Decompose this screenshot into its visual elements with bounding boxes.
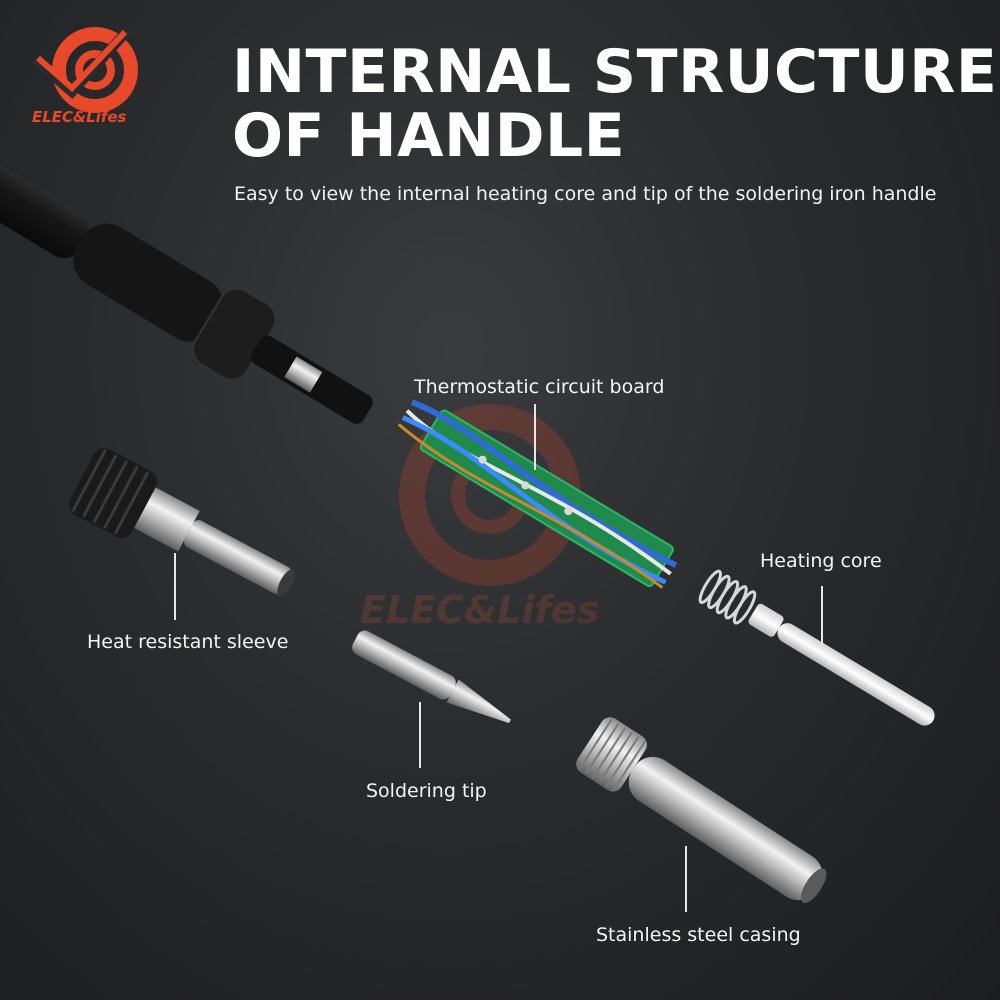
label-stainless-steel-casing: Stainless steel casing	[596, 924, 801, 946]
title-line-2: OF HANDLE	[232, 101, 626, 171]
label-thermostatic-circuit-board: Thermostatic circuit board	[414, 376, 665, 398]
page-subtitle: Easy to view the internal heating core a…	[234, 183, 937, 205]
label-heating-core: Heating core	[760, 550, 882, 572]
label-soldering-tip: Soldering tip	[366, 780, 487, 802]
watermark-text: ELEC&Lifes	[360, 588, 600, 632]
heating-core	[698, 569, 935, 726]
title-line-1: INTERNAL STRUCTURE	[232, 37, 998, 107]
brand-name: ELEC&Lifes	[32, 108, 127, 126]
thermostatic-circuit-board	[397, 399, 678, 589]
soldering-iron-handle	[0, 157, 373, 424]
heat-resistant-sleeve	[68, 448, 295, 597]
page-title: INTERNAL STRUCTURE OF HANDLE	[232, 37, 998, 171]
brand-swirl-logo-icon	[31, 26, 138, 113]
label-heat-resistant-sleeve: Heat resistant sleeve	[87, 631, 289, 653]
stainless-steel-casing	[576, 717, 827, 904]
callout-lines	[174, 404, 823, 912]
soldering-tip	[352, 630, 511, 724]
